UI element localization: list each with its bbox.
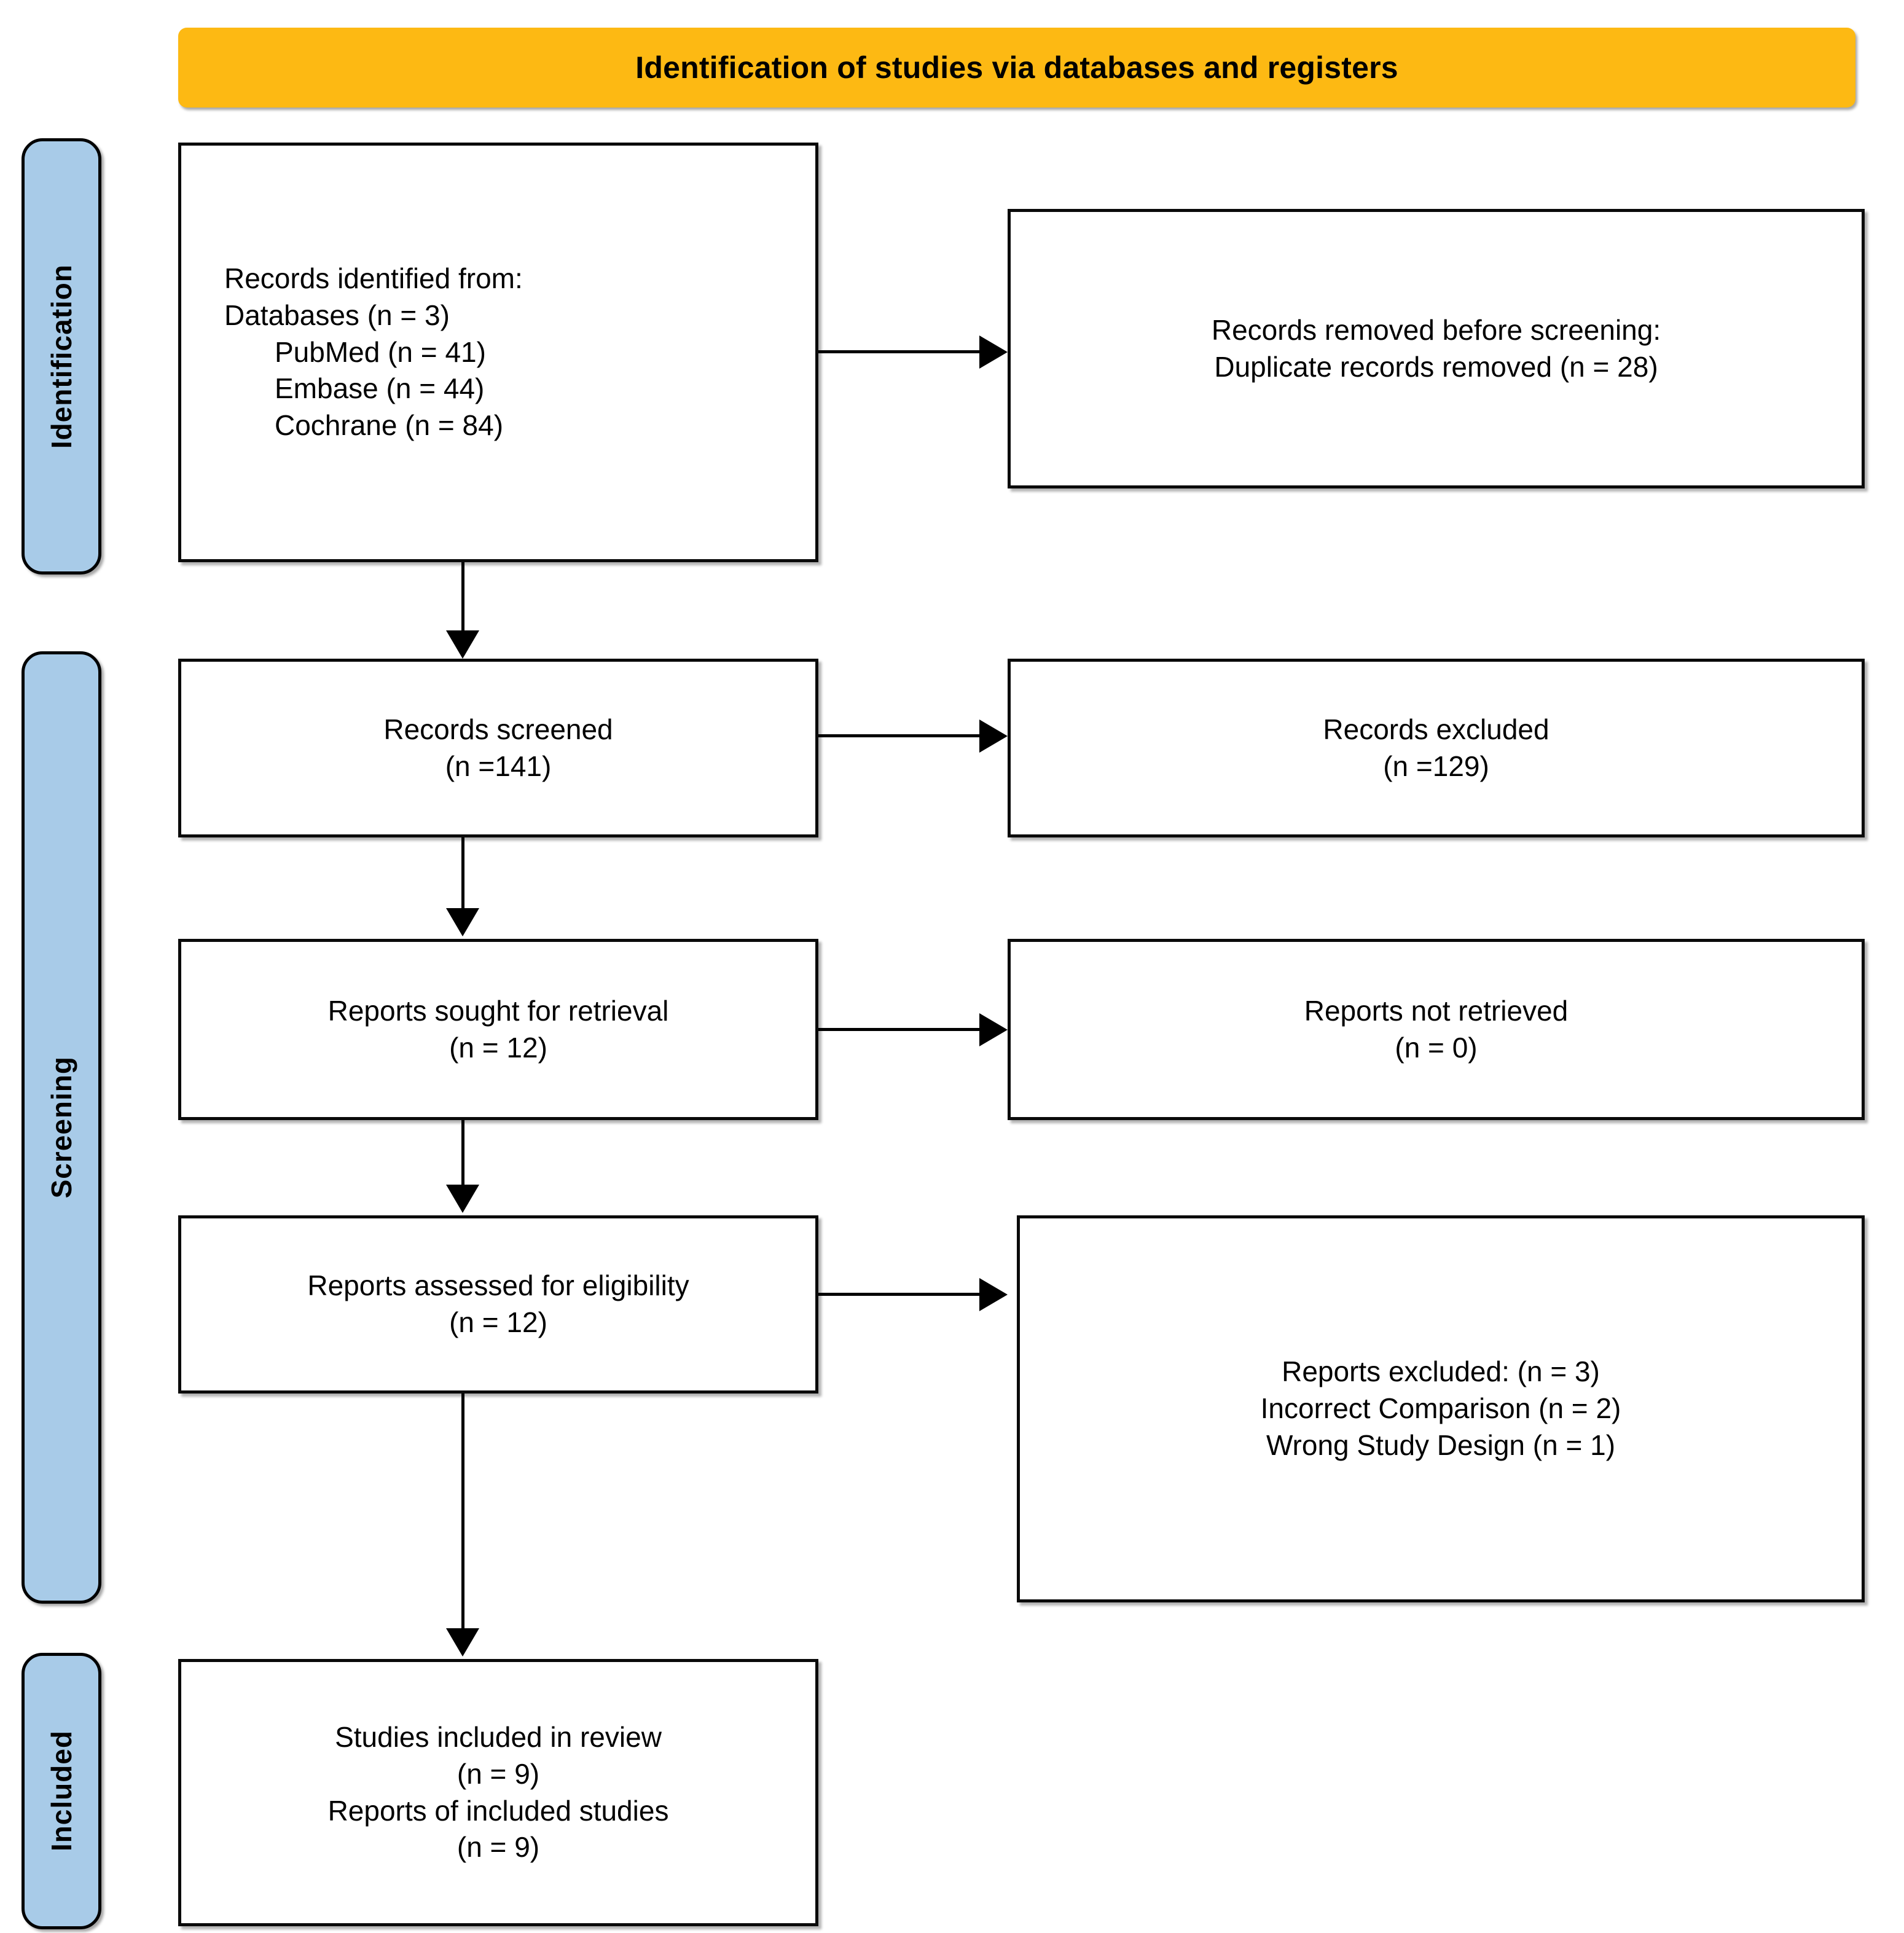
box-records-removed: Records removed before screening: Duplic… — [1008, 209, 1865, 488]
arrow-identified-to-screened-line — [461, 562, 464, 632]
reports-sought-line-2: (n = 12) — [449, 1031, 547, 1064]
studies-included-line-1: Studies included in review — [335, 1720, 662, 1753]
reports-assessed-line-1: Reports assessed for eligibility — [307, 1269, 689, 1302]
reports-excluded-line-2: Incorrect Comparison (n = 2) — [1260, 1392, 1621, 1425]
records-excluded-line-1: Records excluded — [1323, 713, 1549, 745]
arrow-sought-to-not-retrieved-head — [979, 1013, 1008, 1046]
header-banner: Identification of studies via databases … — [178, 28, 1855, 108]
arrow-sought-to-assessed-line — [461, 1120, 464, 1187]
box-studies-included: Studies included in review (n = 9) Repor… — [178, 1659, 818, 1926]
studies-included-line-4: (n = 9) — [456, 1831, 540, 1864]
arrow-screened-to-excluded-head — [979, 719, 1008, 753]
phase-label-screening-text: Screening — [45, 1056, 77, 1199]
records-removed-line-2: Duplicate records removed (n = 28) — [1214, 350, 1658, 383]
records-screened-line-1: Records screened — [383, 713, 613, 745]
arrow-screened-to-sought-line — [461, 837, 464, 911]
records-identified-line-3: PubMed (n = 41) — [275, 335, 486, 368]
arrow-identified-to-screened-head — [446, 630, 479, 659]
box-records-excluded: Records excluded (n =129) — [1008, 659, 1865, 837]
arrow-screened-to-sought-head — [446, 908, 479, 936]
phase-label-identification: Identification — [22, 138, 101, 574]
phase-label-included-text: Included — [45, 1730, 77, 1852]
records-identified-line-2: Databases (n = 3) — [224, 299, 450, 331]
box-studies-included-body: Studies included in review (n = 9) Repor… — [181, 1719, 815, 1866]
arrow-sought-to-assessed-head — [446, 1185, 479, 1213]
banner-title: Identification of studies via databases … — [635, 50, 1398, 85]
arrow-identified-to-removed-line — [818, 350, 979, 353]
arrow-assessed-to-excluded-head — [979, 1278, 1008, 1311]
phase-label-screening: Screening — [22, 651, 101, 1604]
box-records-screened: Records screened (n =141) — [178, 659, 818, 837]
box-reports-excluded-body: Reports excluded: (n = 3) Incorrect Comp… — [1020, 1354, 1862, 1464]
records-identified-line-1: Records identified from: — [224, 262, 523, 294]
box-reports-assessed: Reports assessed for eligibility (n = 12… — [178, 1215, 818, 1394]
box-reports-sought-body: Reports sought for retrieval (n = 12) — [181, 993, 815, 1067]
records-screened-line-2: (n =141) — [445, 750, 552, 782]
arrow-screened-to-excluded-line — [818, 734, 979, 737]
reports-excluded-line-3: Wrong Study Design (n = 1) — [1266, 1429, 1616, 1461]
box-records-screened-body: Records screened (n =141) — [181, 712, 815, 785]
arrow-assessed-to-included-line — [461, 1394, 464, 1631]
arrow-assessed-to-included-head — [446, 1628, 479, 1657]
studies-included-line-3: Reports of included studies — [327, 1794, 669, 1827]
studies-included-line-2: (n = 9) — [456, 1757, 540, 1790]
records-removed-line-1: Records removed before screening: — [1211, 313, 1661, 346]
box-records-identified: Records identified from: Databases (n = … — [178, 143, 818, 562]
reports-sought-line-1: Reports sought for retrieval — [327, 994, 669, 1027]
arrow-assessed-to-excluded-line — [818, 1293, 979, 1296]
box-records-removed-body: Records removed before screening: Duplic… — [1011, 312, 1862, 386]
box-reports-not-retrieved: Reports not retrieved (n = 0) — [1008, 939, 1865, 1120]
phase-label-identification-text: Identification — [45, 264, 77, 449]
arrow-identified-to-removed-head — [979, 335, 1008, 369]
records-identified-line-4: Embase (n = 44) — [275, 372, 485, 405]
box-records-excluded-body: Records excluded (n =129) — [1011, 712, 1862, 785]
records-excluded-line-2: (n =129) — [1383, 750, 1489, 782]
reports-not-retrieved-line-2: (n = 0) — [1395, 1031, 1478, 1064]
box-reports-not-retrieved-body: Reports not retrieved (n = 0) — [1011, 993, 1862, 1067]
box-records-identified-body: Records identified from: Databases (n = … — [181, 261, 815, 444]
reports-not-retrieved-line-1: Reports not retrieved — [1304, 994, 1569, 1027]
records-identified-line-5: Cochrane (n = 84) — [275, 409, 504, 442]
arrow-sought-to-not-retrieved-line — [818, 1028, 979, 1031]
box-reports-assessed-body: Reports assessed for eligibility (n = 12… — [181, 1268, 815, 1341]
phase-label-included: Included — [22, 1653, 101, 1929]
box-reports-excluded: Reports excluded: (n = 3) Incorrect Comp… — [1017, 1215, 1865, 1602]
reports-excluded-line-1: Reports excluded: (n = 3) — [1282, 1355, 1600, 1388]
reports-assessed-line-2: (n = 12) — [449, 1306, 547, 1338]
box-reports-sought: Reports sought for retrieval (n = 12) — [178, 939, 818, 1120]
